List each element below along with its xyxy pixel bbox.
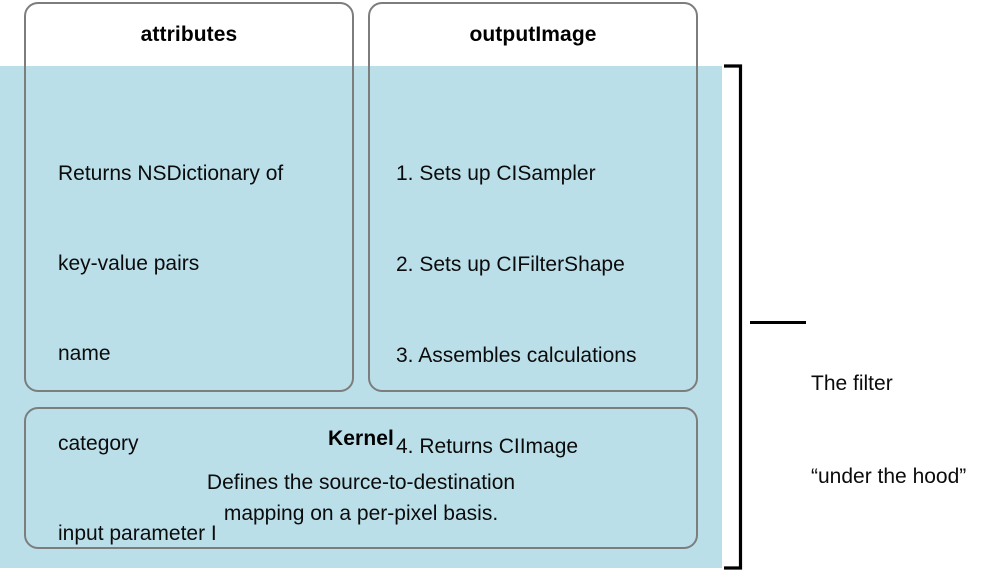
callout-label-line-2: “under the hood” bbox=[811, 465, 967, 488]
callout-label-line-1: The filter bbox=[811, 372, 893, 395]
attributes-box-title: attributes bbox=[140, 23, 238, 46]
attributes-line: Returns NSDictionary of bbox=[58, 162, 284, 185]
attributes-box-content: Returns NSDictionary of key-value pairs … bbox=[58, 99, 283, 578]
attributes-box bbox=[24, 2, 354, 392]
kernel-box-content: Defines the source-to-destination mappin… bbox=[24, 467, 698, 529]
output-image-step: 2. Sets up CIFilterShape bbox=[396, 253, 625, 276]
callout-leader-line bbox=[750, 321, 806, 324]
kernel-line: Defines the source-to-destination bbox=[206, 471, 516, 494]
attributes-line: name bbox=[58, 342, 111, 365]
output-image-box-content: 1. Sets up CISampler 2. Sets up CIFilter… bbox=[396, 99, 636, 523]
grouping-bracket bbox=[724, 64, 743, 570]
kernel-box-title: Kernel bbox=[328, 427, 394, 450]
output-image-step: 4. Returns CIImage bbox=[396, 435, 579, 458]
callout-label: The filter “under the hood” bbox=[811, 306, 966, 554]
kernel-line: mapping on a per-pixel basis. bbox=[223, 502, 499, 525]
attributes-line: key-value pairs bbox=[58, 252, 200, 275]
output-image-box-title: outputImage bbox=[469, 23, 597, 46]
attributes-line: input parameter I bbox=[58, 522, 217, 545]
output-image-step: 1. Sets up CISampler bbox=[396, 162, 596, 185]
attributes-line: category bbox=[58, 432, 139, 455]
filter-internals-background bbox=[0, 66, 722, 568]
output-image-box bbox=[368, 2, 698, 392]
output-image-step: 3. Assembles calculations bbox=[396, 344, 637, 367]
kernel-box bbox=[24, 407, 698, 549]
